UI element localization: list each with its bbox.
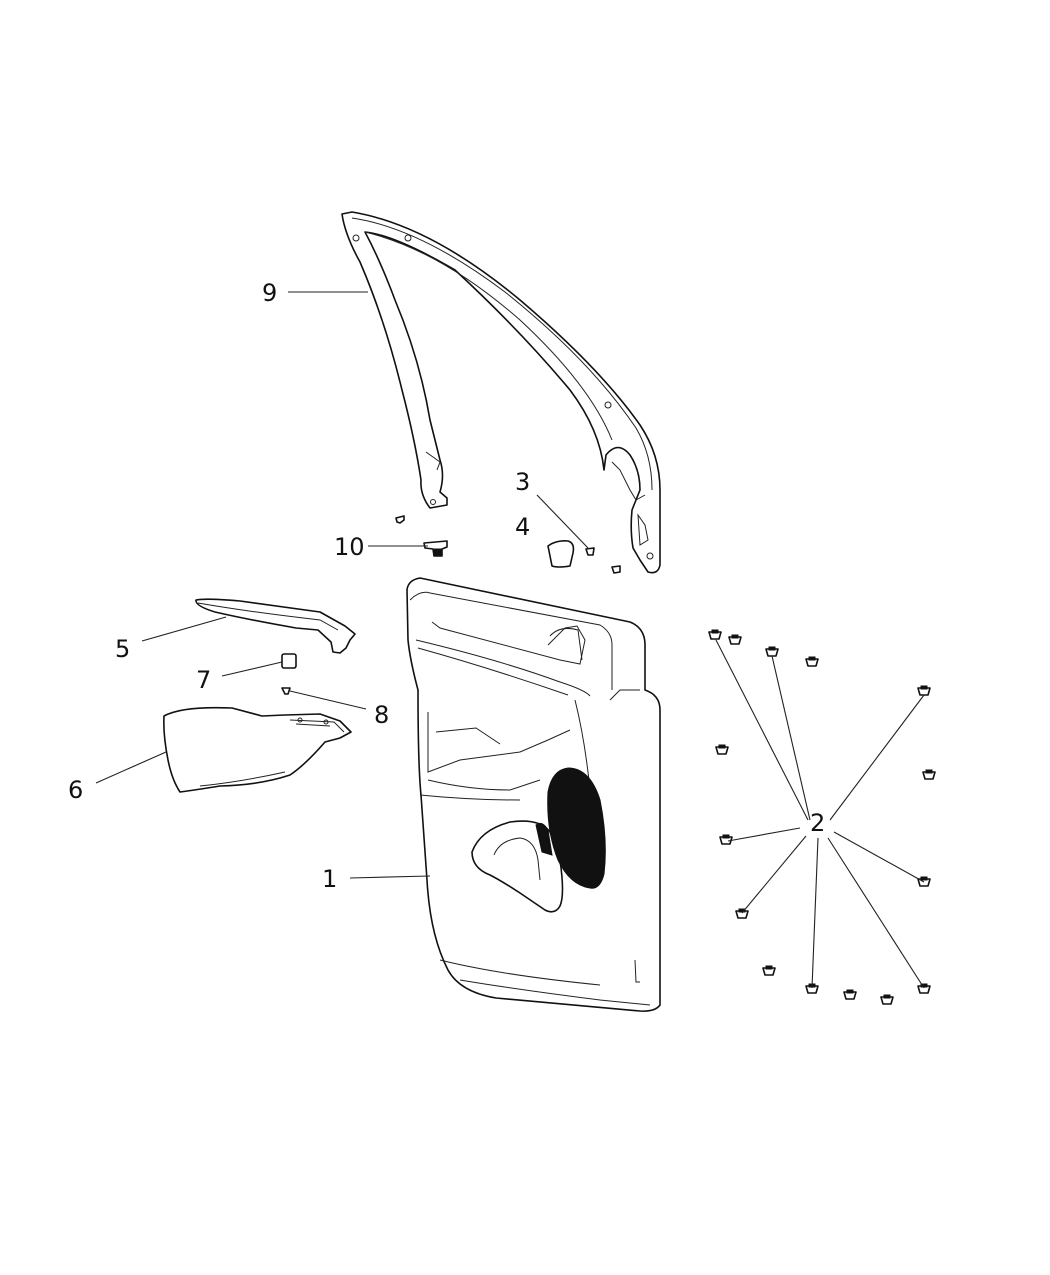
leader-2c (829, 694, 925, 821)
label-7: 7 (196, 666, 211, 694)
part-6-armrest (163, 706, 352, 793)
part-7-switch (281, 653, 297, 669)
clip-3 (765, 646, 779, 657)
clip-1 (708, 629, 722, 640)
clip-13 (843, 989, 857, 1000)
leader-1 (349, 875, 431, 879)
leader-2e (741, 835, 807, 914)
part-8-screw (281, 687, 291, 695)
leader-2g (833, 831, 925, 883)
leader-8 (289, 690, 367, 710)
label-1: 1 (322, 865, 337, 893)
leader-6 (95, 751, 167, 784)
leader-2f (811, 837, 819, 989)
part-4-cap (547, 540, 575, 568)
label-5: 5 (115, 635, 130, 663)
clip-6 (715, 744, 729, 755)
part-10-clip (423, 540, 448, 557)
leader-5 (141, 616, 227, 642)
screw-small-1 (395, 515, 405, 524)
clip-8 (719, 834, 733, 845)
part-2-clips (708, 629, 936, 1005)
leader-2a (715, 639, 809, 821)
clip-4 (805, 656, 819, 667)
screw-small-2 (611, 565, 621, 574)
part-3-screw (585, 547, 595, 556)
leader-3 (536, 494, 589, 549)
callout-labels: 9 3 4 10 5 7 8 6 2 1 (68, 279, 825, 893)
label-8: 8 (374, 701, 389, 729)
label-10: 10 (334, 533, 365, 561)
leader-2h (827, 837, 925, 989)
leader-7 (221, 661, 283, 677)
part-5-upper-trim (195, 598, 356, 654)
clip-11 (762, 965, 776, 976)
clip-2 (728, 634, 742, 645)
clip-7 (922, 769, 936, 780)
clip-15 (917, 983, 931, 994)
part-9-window-frame-molding (341, 211, 661, 574)
leader-lines (95, 291, 925, 989)
leader-2b (771, 655, 811, 821)
part-1-door-trim-panel (406, 577, 661, 1012)
label-6: 6 (68, 776, 83, 804)
label-9: 9 (262, 279, 277, 307)
clip-10 (735, 908, 749, 919)
label-4: 4 (515, 513, 530, 541)
clip-5 (917, 685, 931, 696)
clip-14 (880, 994, 894, 1005)
leader-2d (727, 827, 801, 842)
label-2: 2 (810, 809, 825, 837)
label-3: 3 (515, 468, 530, 496)
